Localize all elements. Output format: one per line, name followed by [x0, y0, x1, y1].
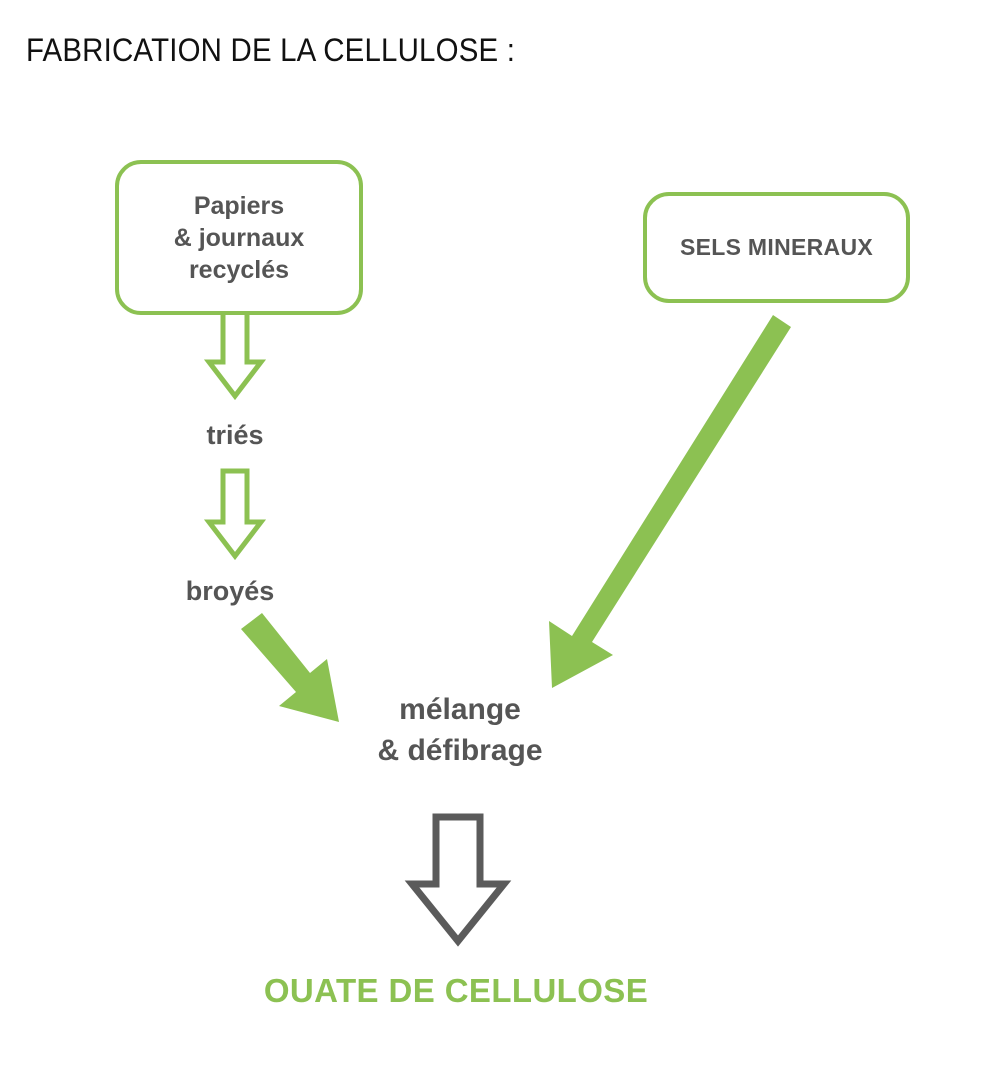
output-label-ouate-de-cellulose: OUATE DE CELLULOSE: [263, 972, 649, 1009]
arrow-sels-to-melange: [549, 315, 791, 688]
node-papiers-line-3: recyclés: [188, 255, 290, 284]
step-label-broyes: broyés: [185, 576, 275, 606]
page-title: FABRICATION DE LA CELLULOSE :: [26, 32, 516, 68]
step-label-tries: triés: [206, 420, 264, 450]
arrow-melange-to-ouate: [404, 813, 512, 947]
node-papiers-line-2: & journaux: [173, 223, 305, 252]
node-papiers-line-1: Papiers: [193, 191, 285, 220]
node-sels-label: SELS MINERAUX: [679, 233, 874, 260]
step-label-melange-defibrage: mélange & défibrage: [300, 690, 620, 771]
step-melange-line-1: mélange: [399, 693, 521, 726]
node-papiers-journaux-recycles: Papiers & journaux recyclés: [115, 160, 363, 315]
node-sels-mineraux: SELS MINERAUX: [643, 192, 910, 303]
node-papiers-label: Papiers & journaux recyclés: [174, 190, 305, 286]
arrow-papiers-to-tries: [203, 305, 267, 401]
arrow-tries-to-broyes: [203, 468, 267, 561]
step-melange-line-2: & défibrage: [377, 733, 543, 767]
